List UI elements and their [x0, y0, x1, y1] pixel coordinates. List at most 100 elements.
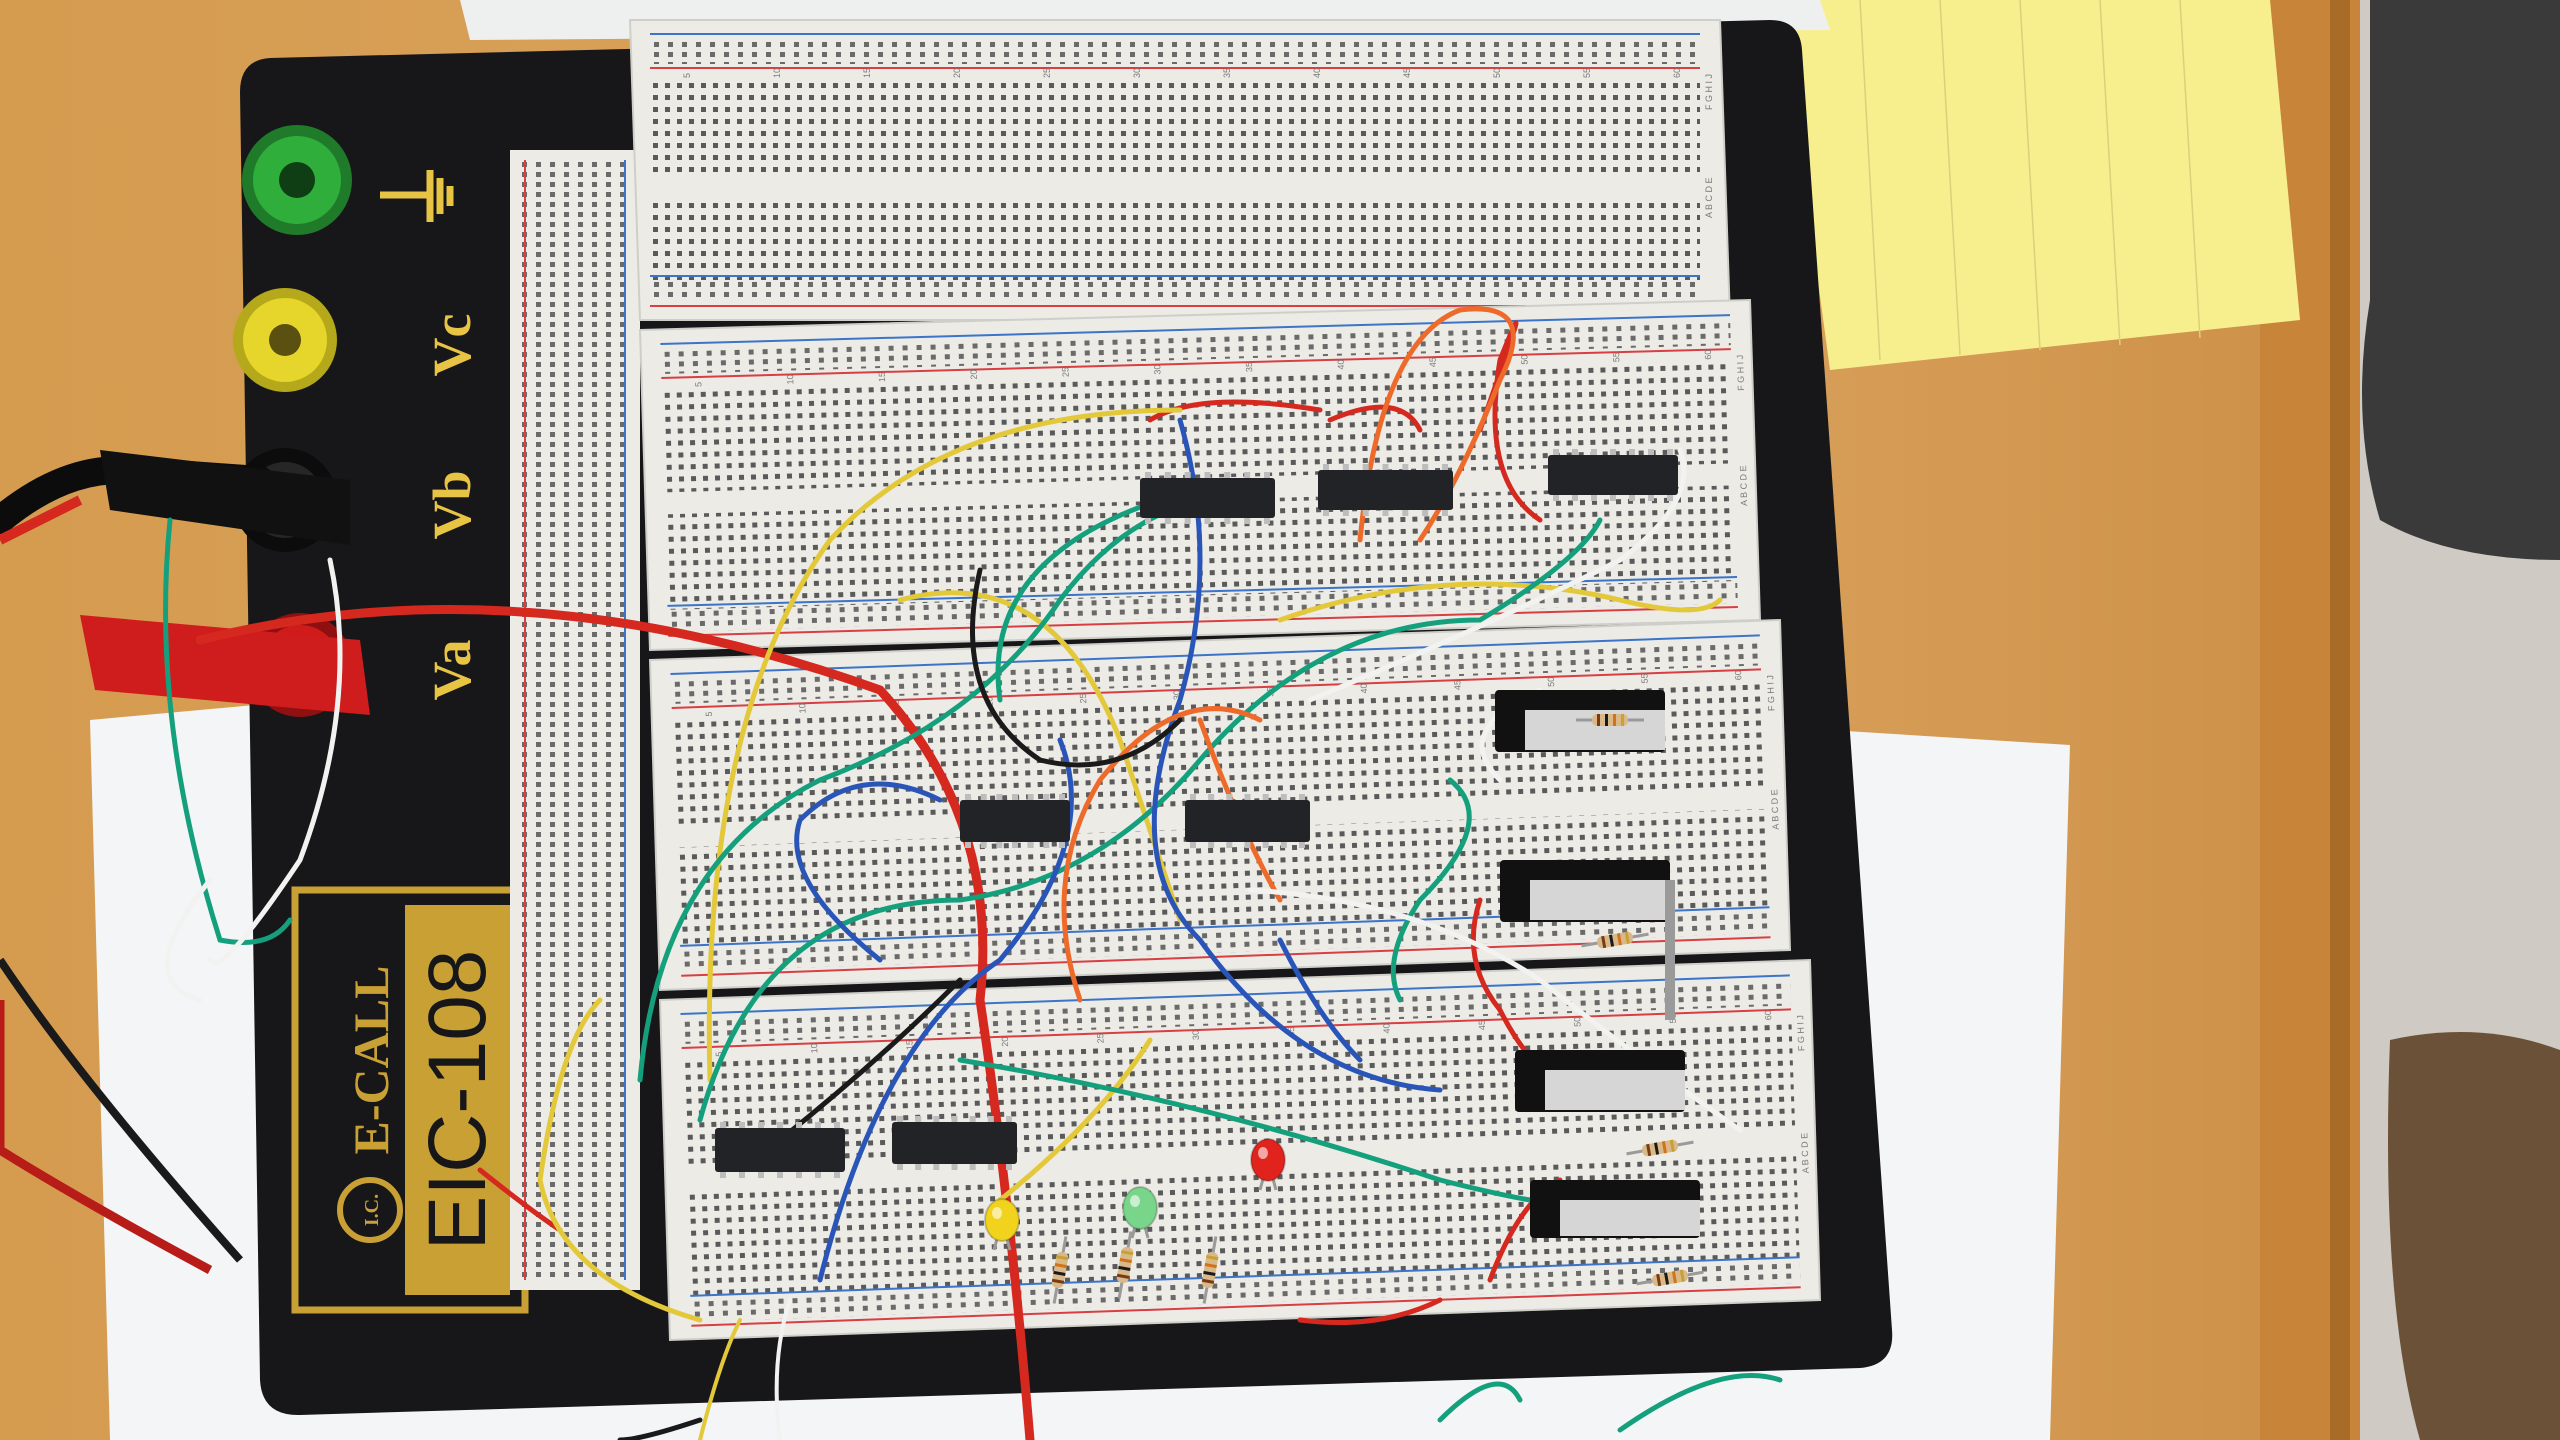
ic-pin: [965, 794, 971, 800]
column-number: 60: [1672, 68, 1682, 78]
row-letters-abcde: A B C D E: [1738, 465, 1749, 506]
ic-pin: [1184, 518, 1191, 524]
relay: [1515, 1050, 1685, 1112]
ic-pin: [1280, 794, 1287, 800]
rail-line-red: [671, 668, 1762, 709]
led-lens: [1122, 1186, 1158, 1230]
ic-pin: [1264, 472, 1270, 478]
rail-line-blue: [660, 314, 1731, 345]
row-letters-abcde: A B C D E: [1704, 177, 1714, 218]
column-number: 60: [1763, 1010, 1773, 1020]
ic-pin: [834, 1172, 840, 1178]
column-number: 5: [682, 73, 692, 78]
column-number: 60: [1703, 350, 1713, 360]
ic-pin: [980, 794, 987, 800]
jumper-wire: [637, 497, 1203, 1083]
column-number: 10: [797, 703, 807, 713]
ic-pin: [1027, 794, 1034, 800]
resistor-band: [1664, 1272, 1670, 1285]
resistor-band: [1054, 1263, 1067, 1269]
ic-pin: [1208, 794, 1215, 800]
power-rail-bottom: [680, 911, 1771, 972]
row-letters-abcde: A B C D E: [1769, 789, 1780, 830]
ic-pin: [1244, 518, 1251, 524]
jumper-wire: [1477, 320, 1543, 523]
ic-pin: [987, 1164, 994, 1170]
rail-line-red: [691, 1286, 1801, 1327]
terminal-vc[interactable]: [233, 288, 337, 392]
resistor-band: [1669, 1139, 1675, 1152]
ic-pin: [915, 1116, 922, 1122]
ic-chips: [715, 449, 1678, 1178]
ic-pin: [1006, 1116, 1012, 1122]
column-number: 40: [1359, 683, 1369, 693]
jumper-wire: [1277, 937, 1363, 1063]
resistor-band: [1056, 1255, 1069, 1261]
power-rail-top: [660, 319, 1731, 374]
power-rail-top: [670, 639, 1761, 704]
shoe-bottom: [2388, 1032, 2560, 1440]
resistor-band: [1621, 714, 1624, 726]
ic-pin: [1591, 495, 1597, 501]
resistor-body: [1116, 1247, 1134, 1283]
column-number: 10: [809, 1043, 819, 1053]
column-number: 20: [969, 369, 979, 379]
led-red: [1250, 1138, 1286, 1191]
resistor-body: [1201, 1252, 1219, 1288]
terminal-ground[interactable]: [225, 125, 352, 235]
resistor-band: [1656, 1273, 1662, 1287]
resistor: [1626, 1139, 1694, 1157]
column-number: 50: [1492, 68, 1502, 78]
ic-pin: [1264, 518, 1270, 524]
resistor-band: [1605, 714, 1608, 726]
ic-pin: [996, 794, 1003, 800]
label-va: Va: [422, 639, 482, 700]
column-number: 15: [904, 1040, 914, 1050]
jumper-wire: [1061, 706, 1263, 1003]
ic-pin: [951, 1164, 958, 1170]
jumper-wire: [1390, 777, 1472, 1003]
column-number: 50: [1519, 355, 1529, 365]
ic-pin: [1591, 449, 1597, 455]
resistor-band: [1201, 1278, 1215, 1284]
ic-pin: [739, 1122, 745, 1128]
jumper-wire: [207, 557, 343, 966]
jumper-wire: [1151, 417, 1443, 1093]
jumper-wires: [163, 306, 1783, 1440]
row-letters-fghij: F G H I J: [1704, 74, 1714, 110]
brand-mark: I.C.: [361, 1194, 383, 1226]
ic-pin: [1572, 495, 1578, 501]
jumper-wire: [995, 497, 1163, 703]
column-number: 5: [704, 711, 714, 716]
ic-pin: [1667, 495, 1673, 501]
ic-pin: [969, 1116, 976, 1122]
power-rail-top: [650, 38, 1700, 64]
column-number: 15: [862, 68, 872, 78]
jumper-wire: [1277, 581, 1723, 623]
column-number: 25: [1078, 693, 1088, 703]
ic-pin: [1572, 449, 1578, 455]
jumper-wire: [817, 737, 1074, 1283]
ic-pin: [1184, 472, 1191, 478]
table-edge-shadow: [2330, 0, 2350, 1440]
ic-pin: [1244, 794, 1251, 800]
ic-pin: [1012, 794, 1018, 800]
resistor-band: [1597, 714, 1600, 726]
resistor-band: [1053, 1270, 1066, 1276]
resistor-body: [1642, 1139, 1678, 1157]
column-number: 30: [1152, 364, 1162, 374]
column-number: 55: [1611, 352, 1621, 362]
ic-pin: [796, 1172, 802, 1178]
ic-pin: [1262, 794, 1269, 800]
ic-pin: [1262, 842, 1269, 848]
ic-pin: [969, 1164, 976, 1170]
resistor: [1201, 1236, 1219, 1304]
ic-pin: [1043, 794, 1050, 800]
ic-pin: [1190, 842, 1196, 848]
ic-pin: [1224, 518, 1231, 524]
jumper-wire: [698, 1318, 742, 1440]
ic-chip: [1185, 794, 1310, 848]
ic-pin: [1362, 510, 1369, 516]
